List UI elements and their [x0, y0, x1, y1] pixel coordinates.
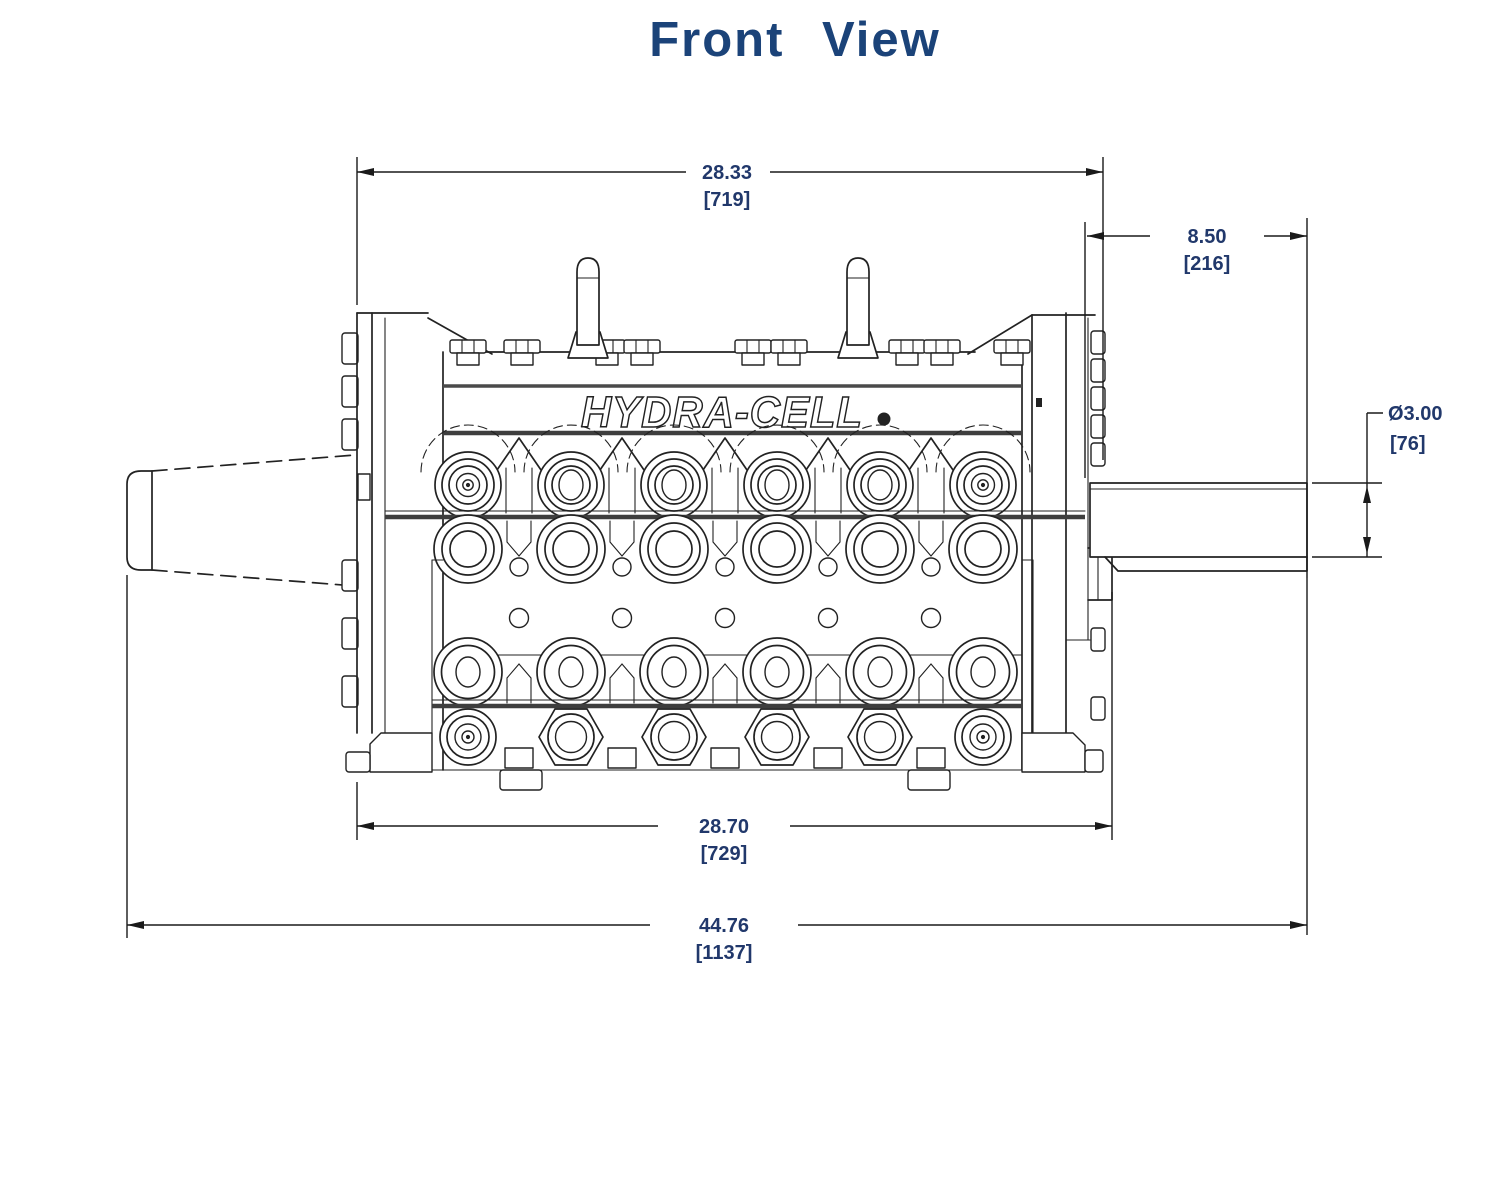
small-port: [612, 557, 632, 577]
foot-tab: [907, 769, 951, 791]
valve-cap: [948, 637, 1018, 707]
valve-cap: [845, 637, 915, 707]
lifting-pin: [837, 257, 879, 359]
valve-cap: [742, 514, 812, 584]
valve-cap: [845, 514, 915, 584]
dimension-mm: [216]: [1184, 253, 1231, 275]
valve-cap-row-4: [439, 708, 1012, 769]
flange-clip: [357, 473, 371, 501]
valve-cap: [847, 708, 913, 766]
drive-shaft: [1089, 482, 1308, 579]
top-bolt: [623, 339, 661, 366]
manifold-plug: [504, 747, 534, 769]
dimension-top-width: 28.33 [719]: [356, 157, 1104, 460]
valve-cap: [640, 451, 708, 519]
dimension-body-width: 28.70 [729]: [356, 592, 1113, 865]
valve-cap: [439, 708, 497, 766]
dimension-mm: [76]: [1390, 433, 1426, 455]
top-bolt: [449, 339, 487, 366]
dimension-mm: [719]: [704, 189, 751, 211]
valve-cap: [433, 514, 503, 584]
lifting-pin: [567, 257, 609, 359]
left-flange: [341, 312, 493, 734]
dimension-value: 44.76: [699, 915, 749, 937]
base-feet: [345, 732, 1104, 791]
valve-cap-row-3: [433, 637, 1018, 707]
valve-cap: [954, 708, 1012, 766]
flange-tab: [1090, 627, 1106, 652]
manifold-plug: [813, 747, 843, 769]
panel-hole: [714, 607, 736, 629]
valve-cap: [846, 451, 914, 519]
valve-cap: [536, 637, 606, 707]
flange-tab: [341, 617, 359, 650]
top-bolt: [888, 339, 926, 366]
flange-tab: [341, 418, 359, 451]
hydra-cell-logo: HYDRA-CELL: [581, 388, 863, 437]
top-bolt: [993, 339, 1031, 366]
flange-tab: [341, 559, 359, 592]
panel-hole: [611, 607, 633, 629]
top-bolt: [734, 339, 772, 366]
dimension-shaft-length: 8.50 [216]: [1084, 218, 1308, 935]
dimension-value: 28.70: [699, 816, 749, 838]
panel-hole: [817, 607, 839, 629]
valve-cap: [742, 637, 812, 707]
flange-tab: [341, 332, 359, 365]
top-bolt: [923, 339, 961, 366]
flange-tab: [1090, 696, 1106, 721]
mid-panel: [431, 559, 1034, 734]
valve-arches: [420, 424, 1031, 514]
valve-cap-row-2: [433, 514, 1018, 584]
valve-cap-row-1: [434, 451, 1017, 519]
panel-hole: [920, 607, 942, 629]
small-port: [715, 557, 735, 577]
valve-cap: [433, 637, 503, 707]
dimension-shaft-diameter: Ø3.00 [76]: [1312, 403, 1442, 558]
small-port: [818, 557, 838, 577]
small-port: [509, 557, 529, 577]
panel-hole: [508, 607, 530, 629]
valve-cap: [537, 451, 605, 519]
flange-tab: [341, 375, 359, 408]
valve-cap: [536, 514, 606, 584]
dimension-value: 8.50: [1188, 226, 1227, 248]
manifold-plug: [607, 747, 637, 769]
flange-tab: [341, 675, 359, 708]
page-title: Front View: [649, 13, 941, 67]
dimension-overall-length: 44.76 [1137]: [126, 575, 1307, 964]
valve-cap: [949, 451, 1017, 519]
valve-cap: [434, 451, 502, 519]
small-port: [921, 557, 941, 577]
dimension-mm: [1137]: [696, 942, 753, 964]
foot-tab: [499, 769, 543, 791]
valve-cap: [743, 451, 811, 519]
manifold-plug: [710, 747, 740, 769]
logo-band: HYDRA-CELL: [443, 387, 1022, 438]
top-bolt: [503, 339, 541, 366]
manifold-plug: [916, 747, 946, 769]
dimension-mm: [729]: [701, 843, 748, 865]
right-flange: [967, 312, 1113, 734]
top-bolt: [770, 339, 808, 366]
pump-body: HYDRA-CELL: [126, 257, 1308, 791]
valve-cap: [538, 708, 604, 766]
valve-cap: [948, 514, 1018, 584]
registered-mark-dot: [877, 412, 891, 426]
valve-cap: [639, 637, 709, 707]
detail-mark: [1036, 398, 1042, 407]
dimension-value: 28.33: [702, 162, 752, 184]
left-shaft: [126, 454, 356, 587]
valve-cap: [639, 514, 709, 584]
valve-cap: [744, 708, 810, 766]
dimension-value: Ø3.00: [1388, 403, 1442, 425]
valve-cap: [641, 708, 707, 766]
